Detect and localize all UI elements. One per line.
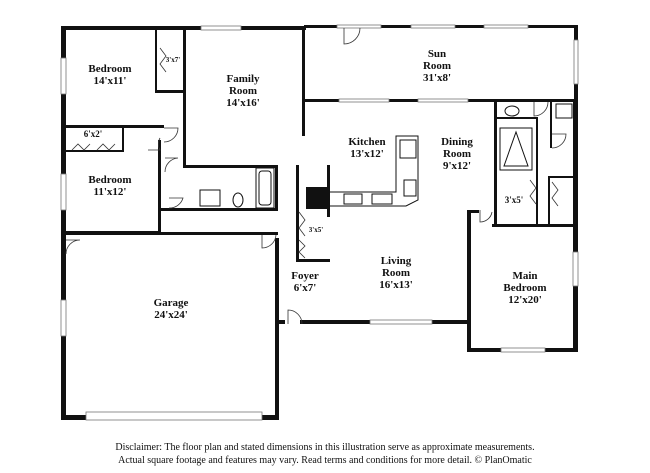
- room-dim-garage: 24'x24': [154, 309, 188, 321]
- fixtures: [199, 103, 573, 209]
- room-name-bedroom-w: Bedroom: [88, 174, 131, 186]
- room-name-dining-room-1: Dining: [441, 136, 473, 148]
- disclaimer-line-2: Actual square footage and features may v…: [118, 455, 532, 466]
- room-name-kitchen: Kitchen: [348, 136, 385, 148]
- room-name-bedroom-nw: Bedroom: [88, 63, 131, 75]
- room-name-main-bedroom-1: Main: [512, 270, 537, 282]
- doors: [65, 27, 567, 325]
- closet-dim-hall: 6'x2': [84, 129, 103, 139]
- room-labels: Bedroom 14'x11' 3'x7' Family Room 14'x16…: [84, 48, 547, 321]
- room-name-foyer: Foyer: [291, 270, 319, 282]
- room-dim-dining-room: 9'x12': [443, 160, 471, 172]
- room-name-dining-room-2: Room: [443, 148, 471, 160]
- room-name-sun-room-1: Sun: [428, 48, 446, 60]
- closet-dim-main: 3'x5': [505, 195, 524, 205]
- room-dim-living-room: 16'x13': [379, 279, 413, 291]
- closet-dim-foyer: 3'x5': [309, 226, 323, 234]
- room-name-family-room-2: Room: [229, 85, 257, 97]
- room-dim-bedroom-nw: 14'x11': [93, 75, 126, 87]
- room-dim-main-bedroom: 12'x20': [508, 294, 542, 306]
- room-dim-family-room: 14'x16': [226, 97, 260, 109]
- room-dim-kitchen: 13'x12': [350, 148, 384, 160]
- windows: [60, 24, 579, 421]
- room-name-garage: Garage: [154, 297, 189, 309]
- room-dim-bedroom-w: 11'x12': [93, 186, 126, 198]
- disclaimer-line-1: Disclaimer: The floor plan and stated di…: [115, 442, 535, 453]
- exterior-walls: [61, 25, 578, 420]
- room-dim-sun-room: 31'x8': [423, 72, 451, 84]
- room-name-main-bedroom-2: Bedroom: [503, 282, 546, 294]
- room-name-sun-room-2: Room: [423, 60, 451, 72]
- room-dim-foyer: 6'x7': [294, 282, 317, 294]
- room-name-living-room-2: Room: [382, 267, 410, 279]
- room-name-family-room-1: Family: [227, 73, 260, 85]
- disclaimer: Disclaimer: The floor plan and stated di…: [0, 441, 650, 467]
- closet-dim-nw: 3'x7': [166, 56, 180, 64]
- room-name-living-room-1: Living: [381, 255, 412, 267]
